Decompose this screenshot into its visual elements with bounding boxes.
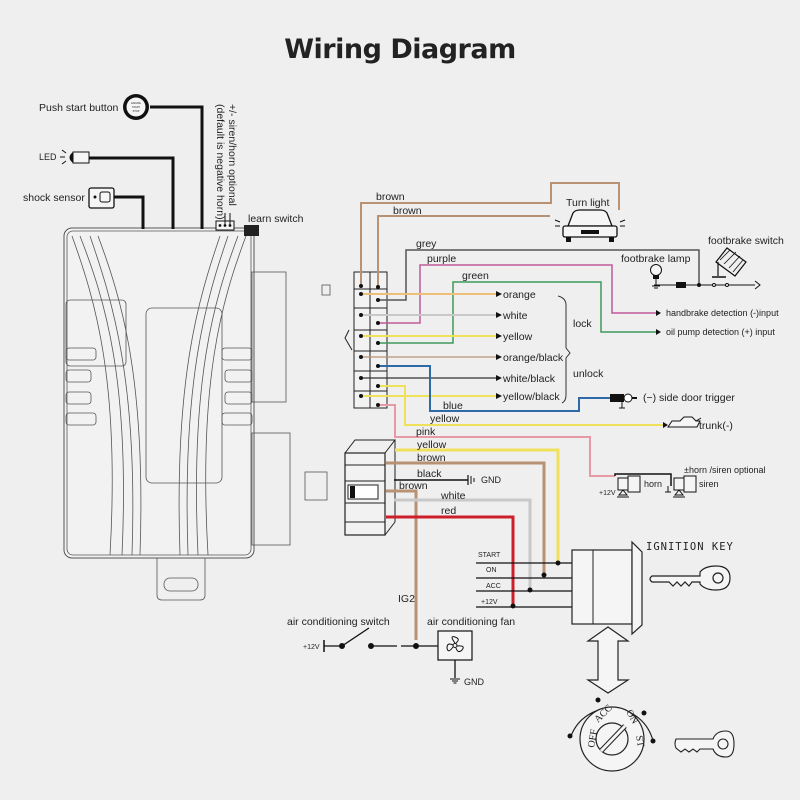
ac-plus12v-label: +12V (303, 644, 320, 651)
output-label: orange/black (503, 352, 564, 364)
power-wires: yellow brown black GND brown white red I… (386, 439, 560, 640)
gnd-label: GND (481, 475, 502, 485)
button-face-text: ENGINE (131, 102, 141, 105)
blue-wire: blue (−) side door trigger (376, 364, 735, 412)
wire-label-red: red (441, 505, 456, 517)
green-wire: green oil pump detection (+) input (376, 270, 775, 345)
wire-label-brown-power: brown (417, 452, 446, 464)
output-label: white/black (502, 373, 556, 385)
wire-label-pink: pink (416, 426, 436, 438)
led-icon (60, 149, 90, 165)
turn-light-label: Turn light (566, 197, 609, 209)
main-connector (344, 271, 388, 409)
siren-icon (665, 475, 697, 498)
horn-icon (617, 475, 641, 498)
shock-sensor-icon (88, 187, 115, 209)
led-label: LED (39, 152, 57, 162)
push-start-button-label: Push start button (39, 102, 119, 114)
siren-note-line2: (default is negative horn) (214, 104, 226, 220)
terminal-12v: +12V (481, 599, 498, 606)
shock-sensor-label: shock sensor (23, 192, 85, 204)
output-label: yellow (503, 331, 533, 343)
grey-wire: grey (376, 238, 700, 302)
button-face-text: STOP (133, 110, 140, 113)
side-door-trigger-label: (−) side door trigger (643, 392, 735, 404)
lock-wires: orange white yellow orange/black white/b… (359, 289, 604, 404)
wire-label-purple: purple (427, 253, 456, 265)
push-start-button-icon: ENGINE START STOP (123, 94, 149, 120)
wire-label-black: black (417, 468, 442, 480)
learn-switch-label: learn switch (248, 213, 304, 225)
footbrake-circuit: footbrake lamp footbrake switch (621, 235, 784, 290)
output-label: orange (503, 289, 536, 301)
wire-label-brown-1: brown (376, 191, 405, 203)
trunk-wire: yellow trunk(-) (376, 384, 733, 432)
button-face-text: START (132, 106, 140, 109)
power-connector (344, 439, 397, 536)
output-label: yellow/black (503, 391, 560, 403)
wire-label-blue: blue (443, 400, 463, 412)
footbrake-lamp-label: footbrake lamp (621, 253, 691, 265)
output-label: white (502, 310, 528, 322)
trunk-car-icon (663, 416, 702, 428)
handbrake-label: handbrake detection (-)input (666, 308, 779, 318)
horn-siren-note: ±horn /siren optional (684, 465, 766, 475)
ac-gnd-label: GND (464, 677, 485, 687)
wire-label-brown-2: brown (393, 205, 422, 217)
ig2-label: IG2 (398, 593, 415, 605)
page-title: Wiring Diagram (284, 34, 516, 65)
ignition-dial-icon: OFF ACC ON ST (567, 697, 656, 772)
ac-circuit: +12V air conditioning switch GND air con… (287, 616, 515, 687)
wire-label-green: green (462, 270, 489, 282)
oil-pump-label: oil pump detection (+) input (666, 327, 775, 337)
trunk-label: trunk(-) (699, 420, 733, 432)
small-key-icon (674, 730, 735, 758)
fan-icon (446, 636, 464, 653)
ac-fan-label: air conditioning fan (427, 616, 515, 628)
siren-jumper-icon (215, 213, 235, 231)
ac-switch-label: air conditioning switch (287, 616, 390, 628)
siren-label: siren (699, 479, 719, 489)
wire-label-white: white (440, 490, 466, 502)
ignition-key-title: IGNITION KEY (646, 541, 734, 553)
pedal-icon (712, 247, 747, 278)
wire-label-brown-ig2: brown (399, 480, 428, 492)
wire-label-grey: grey (416, 238, 437, 250)
car-front-icon (554, 209, 626, 242)
horn-label: horn (644, 479, 662, 489)
bulb-icon (650, 264, 662, 289)
door-switch-icon (610, 393, 637, 409)
ignition-switch: START ON ACC +12V IGNITION KEY OFF ACC O… (476, 540, 735, 772)
purple-wire: purple handbrake detection (-)input (376, 253, 779, 325)
control-module (63, 227, 331, 601)
footbrake-switch-label: footbrake switch (708, 235, 784, 247)
dial-st: ST (633, 735, 646, 748)
terminal-start: START (478, 552, 501, 559)
horn-plus12v-label: +12V (599, 490, 616, 497)
left-inputs: ENGINE START STOP Push start button LED … (23, 94, 304, 236)
lock-label: lock (573, 318, 592, 330)
terminal-on: ON (486, 567, 497, 574)
wire-label-yellow-trunk: yellow (430, 413, 460, 425)
unlock-label: unlock (573, 368, 604, 380)
turn-light-wires: brown brown (359, 182, 620, 289)
key-icon (649, 565, 731, 591)
siren-note-line1: +/- siren/horn optional (226, 104, 238, 206)
pink-horn-wire: pink +12V horn siren ±horn /siren option… (376, 403, 766, 498)
double-arrow-icon (585, 626, 631, 694)
terminal-acc: ACC (486, 583, 501, 590)
wire-label-yellow-power: yellow (417, 439, 447, 451)
learn-switch-button[interactable] (244, 225, 259, 236)
dial-off: OFF (586, 728, 600, 748)
